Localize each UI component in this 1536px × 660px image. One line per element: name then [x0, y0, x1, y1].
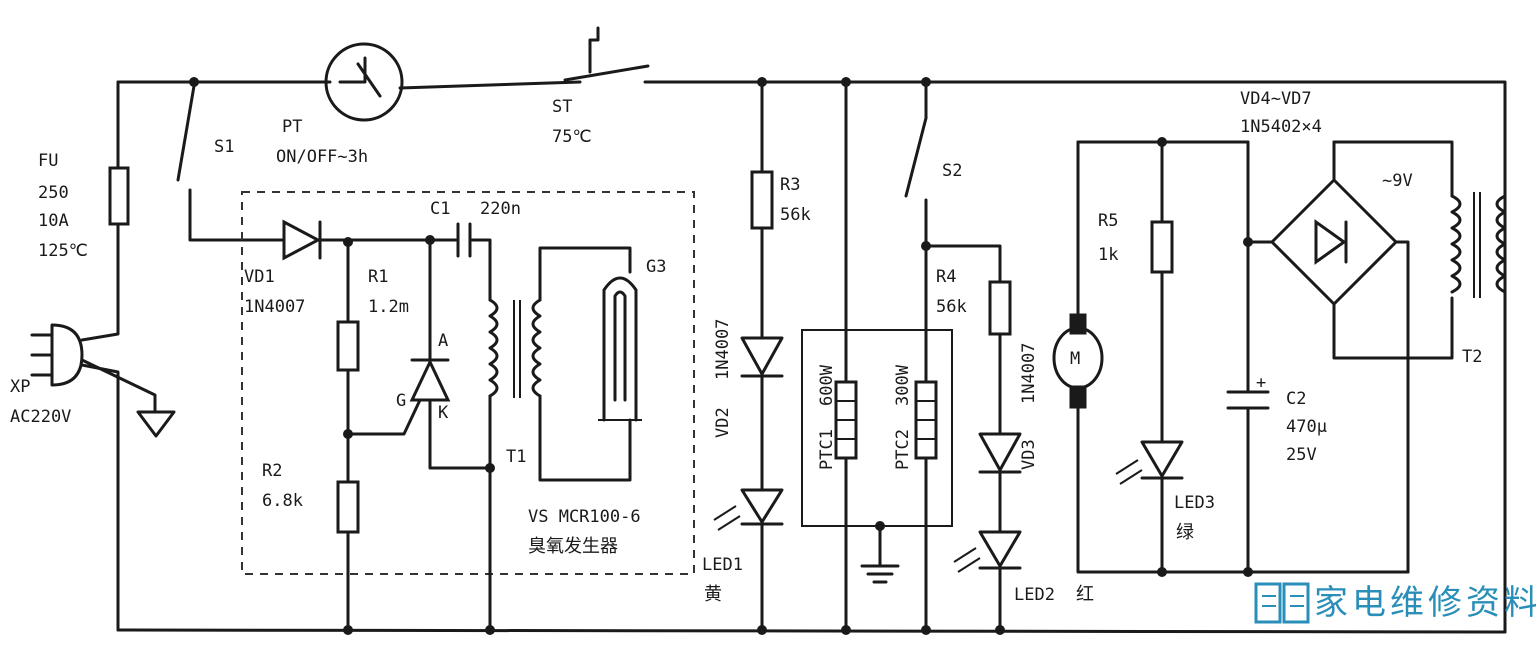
- led3-color: 绿: [1176, 522, 1194, 543]
- r1-ref: R1: [368, 267, 388, 287]
- s2-ref: S2: [942, 161, 962, 181]
- g3-ref: G3: [646, 257, 666, 277]
- capacitor-c1: C1 220n: [428, 199, 521, 302]
- r5-ref: R5: [1098, 211, 1118, 231]
- r4-ref: R4: [936, 267, 956, 287]
- vd3-part: 1N4007: [1019, 343, 1039, 404]
- r3-value: 56k: [780, 205, 811, 225]
- t2-ref: T2: [1462, 347, 1482, 367]
- r2-value: 6.8k: [262, 491, 303, 511]
- c2-ref: C2: [1286, 389, 1306, 409]
- vs-ref: VS MCR100-6: [528, 507, 641, 527]
- fuse-line2: 10A: [38, 211, 69, 231]
- vs-desc: 臭氧发生器: [528, 536, 618, 557]
- fuse-fu: FU 250 10A 125℃: [38, 151, 130, 261]
- timer-pt: PT ON/OFF~3h: [276, 42, 404, 167]
- led2-ref: LED2: [1014, 585, 1055, 605]
- scr-vs: A G K: [346, 238, 492, 470]
- watermark-logo: 家电维修资料网: [1254, 582, 1536, 624]
- fuse-line3: 125℃: [38, 241, 88, 261]
- timer-ref: PT: [282, 117, 302, 137]
- switch-s1: S1: [176, 77, 284, 242]
- vd1-ref: VD1: [244, 267, 275, 287]
- scr-cathode: K: [438, 403, 449, 423]
- s1-ref: S1: [214, 137, 234, 157]
- resistor-r2: R2 6.8k: [262, 429, 360, 635]
- indicator-branch-red: R4 56k 1N4007 VD3 LED2 红: [924, 244, 1094, 635]
- switch-s2: S2: [904, 77, 962, 251]
- plug-xp: XP AC220V: [10, 223, 176, 438]
- vd1-part: 1N4007: [244, 297, 305, 317]
- r2-ref: R2: [262, 461, 282, 481]
- ptc2-power: 300W: [893, 364, 913, 406]
- st-ref: ST: [552, 97, 572, 117]
- led3: LED3 绿: [1115, 440, 1215, 574]
- transformer-t2: ~9V T2: [1382, 171, 1507, 367]
- fuse-line1: 250: [38, 183, 69, 203]
- r4-value: 56k: [936, 297, 967, 317]
- top-rail: [116, 80, 1507, 634]
- ptc1-power: 600W: [817, 364, 837, 406]
- plug-ref: XP: [10, 377, 30, 397]
- bridge-rectifier: VD4~VD7 1N5402×4: [1240, 89, 1454, 574]
- fuse-ref: FU: [38, 151, 58, 171]
- st-temp: 75℃: [552, 127, 592, 147]
- motor-ref: M: [1070, 349, 1080, 369]
- ozone-tube-g3: G3: [598, 257, 666, 422]
- vd2-ref: VD2: [713, 407, 733, 438]
- r3-ref: R3: [780, 175, 800, 195]
- led2-color: 红: [1076, 584, 1094, 605]
- capacitor-c2: + C2 470μ 25V: [1226, 237, 1327, 574]
- r5-value: 1k: [1098, 245, 1118, 265]
- thermostat-st: ST 75℃: [552, 26, 650, 147]
- led3-ref: LED3: [1174, 493, 1215, 513]
- scr-gate: G: [396, 391, 406, 411]
- bridge-ref: VD4~VD7: [1240, 89, 1312, 109]
- led1-ref: LED1: [702, 555, 743, 575]
- diode-vd1: VD1 1N4007: [244, 219, 435, 317]
- resistor-r1: R1 1.2m: [336, 240, 409, 484]
- plug-rating: AC220V: [10, 407, 71, 427]
- scr-anode: A: [438, 331, 448, 351]
- resistor-r5: R5 1k: [1098, 140, 1174, 442]
- t2-secondary: ~9V: [1382, 171, 1413, 191]
- motor-m: M: [1052, 313, 1104, 409]
- c2-voltage: 25V: [1286, 445, 1317, 465]
- t1-ref: T1: [506, 447, 526, 467]
- ptc1-ref: PTC1: [817, 429, 837, 470]
- timer-desc: ON/OFF~3h: [276, 147, 368, 167]
- vd2-part: 1N4007: [713, 319, 733, 380]
- ptc2-ref: PTC2: [893, 429, 913, 470]
- c2-polarity: +: [1256, 373, 1266, 393]
- ptc-heaters: PTC1 600W PTC2 300W: [801, 77, 953, 635]
- indicator-branch-yellow: R3 56k 1N4007 VD2 LED1 黄: [702, 77, 811, 635]
- led1-color: 黄: [704, 584, 722, 605]
- r1-value: 1.2m: [368, 297, 409, 317]
- transformer-t1: T1: [485, 246, 632, 635]
- ozone-module-box: [241, 191, 695, 575]
- c1-value: 220n: [480, 199, 521, 219]
- c2-value: 470μ: [1286, 417, 1327, 437]
- c1-ref: C1: [430, 199, 450, 219]
- watermark-text: 家电维修资料网: [1314, 583, 1536, 623]
- bridge-part: 1N5402×4: [1240, 117, 1322, 137]
- vd3-ref: VD3: [1019, 439, 1039, 470]
